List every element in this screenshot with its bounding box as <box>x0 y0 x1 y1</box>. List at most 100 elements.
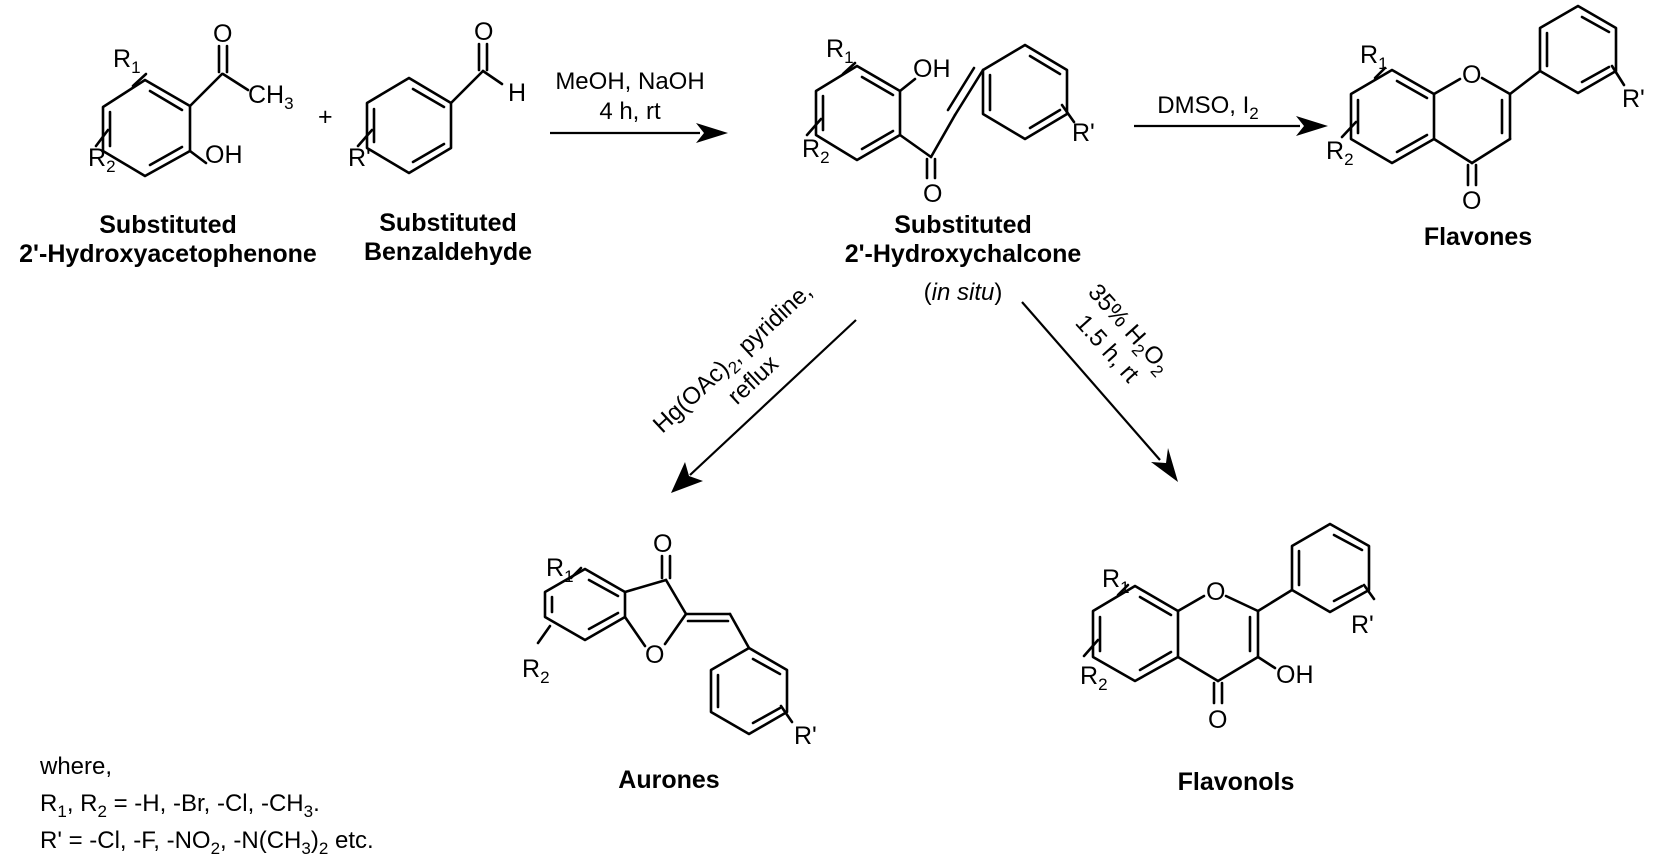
pyrone-bond <box>1224 594 1260 613</box>
furanone-bond <box>664 578 688 616</box>
rprime-bond <box>779 704 794 724</box>
plus-sign: + <box>318 103 333 131</box>
acetophenone-ring <box>101 78 192 178</box>
r2-substituent: R2 <box>88 144 116 176</box>
chalcone-r2: R2 <box>802 135 830 167</box>
aurone-structure: O O R' R1 R2 <box>522 530 817 750</box>
step2-arrow <box>1134 116 1328 136</box>
ring-double-bond <box>1138 650 1173 672</box>
flavonol-r1: R1 <box>1102 565 1130 597</box>
chalcone-label-line2: 2'-Hydroxychalcone <box>845 240 1082 268</box>
hydroxyl-bond <box>898 77 917 93</box>
step1-arrow-head <box>696 123 728 143</box>
aldehyde-h-bond <box>481 69 504 86</box>
rprime-bond <box>1610 64 1626 87</box>
pyrone-bond <box>1470 137 1512 165</box>
ring-double-bond <box>1028 108 1062 130</box>
alkene-bond <box>953 68 985 117</box>
flavones-label: Flavones <box>1424 223 1532 251</box>
flavonol-carbonyl-oxygen: O <box>1208 706 1227 734</box>
step3-arrow-head <box>671 462 703 493</box>
ring-double-bond <box>1138 595 1173 617</box>
ring-double-bond <box>411 142 446 164</box>
step4-arrow-shaft <box>1021 301 1161 461</box>
benzylidene-bond <box>728 612 751 650</box>
step4-arrow <box>1021 301 1178 482</box>
flavonol-ring-b <box>1290 522 1371 614</box>
hydroxyacetophenone-structure: O CH3 OH R1 R2 <box>88 20 294 178</box>
chalcone-carbonyl-oxygen: O <box>923 180 942 208</box>
substituent-legend: where, R1, R2 = -H, -Br, -Cl, -CH3. R' =… <box>39 753 374 858</box>
ring-double-bond <box>860 129 895 151</box>
step1-condition-line2: 4 h, rt <box>599 98 661 125</box>
aryl-bond <box>1508 69 1542 96</box>
chalcone-rprime: R' <box>1072 119 1095 147</box>
ring-double-bond <box>587 578 620 598</box>
rprime-substituent: R' <box>348 144 371 172</box>
ring-double-bond <box>411 87 446 109</box>
step4-conditions: 35% H2O2 1.5 h, rt <box>1070 279 1170 388</box>
ring-double-bond <box>1580 15 1611 34</box>
step3-conditions: Hg(OAc)2, pyridine, reflux <box>648 278 820 442</box>
formyl-bond <box>449 69 485 105</box>
pyrone-bond <box>1176 594 1206 613</box>
ring-double-bond <box>1332 533 1364 552</box>
r2-bond <box>1082 638 1100 658</box>
r1-bond <box>841 61 857 76</box>
furanone-bond <box>623 578 668 594</box>
r2-bond <box>805 117 823 137</box>
r2-bond <box>536 624 552 645</box>
flavone-ring-a <box>1349 68 1436 165</box>
carbonyl-oxygen: O <box>213 20 232 48</box>
flavone-r2: R2 <box>1326 137 1354 169</box>
aurone-ring-oxygen: O <box>645 641 664 669</box>
step2-arrow-head <box>1296 116 1328 136</box>
r1-bond <box>569 566 583 580</box>
benzaldehyde-label-line1: Substituted <box>379 209 517 237</box>
rprime-bond <box>1060 103 1076 124</box>
flavonol-ring-oxygen: O <box>1206 578 1225 606</box>
ring-double-bond <box>587 611 620 631</box>
flavone-structure: O O R' R1 R2 <box>1326 4 1645 215</box>
ring-double-bond <box>1332 584 1364 603</box>
r1-bond <box>1373 66 1387 80</box>
flavonol-hydroxyl: OH <box>1276 661 1314 689</box>
in-situ-note: (in situ) <box>924 279 1003 306</box>
r2-bond <box>1340 120 1358 139</box>
chalcone-ring-a <box>814 64 902 162</box>
step3-arrow-shaft <box>689 319 857 476</box>
benzaldehyde-label-line2: Benzaldehyde <box>364 238 532 266</box>
aurone-r1: R1 <box>546 554 574 586</box>
furanone-bond <box>623 615 647 648</box>
chalcone-ring-b <box>981 43 1069 141</box>
acetophenone-label-line2: 2'-Hydroxyacetophenone <box>19 240 317 268</box>
chalcone-structure: OH O R' R1 R2 <box>802 35 1095 208</box>
acetophenone-label-line1: Substituted <box>99 211 237 239</box>
vinyl-bond <box>929 113 957 159</box>
legend-rprime-substituents: R' = -Cl, -F, -NO2, -N(CH3)2 etc. <box>40 827 374 858</box>
step3-condition-line1: Hg(OAc)2, pyridine, <box>648 278 820 442</box>
r1-substituent: R1 <box>113 45 141 77</box>
r1-bond <box>131 72 148 88</box>
chalcone-r1: R1 <box>826 35 854 67</box>
flavone-carbonyl-oxygen: O <box>1462 187 1481 215</box>
ring-double-bond <box>1395 79 1429 100</box>
r2-bond <box>94 128 110 148</box>
rprime-bond <box>1362 583 1376 601</box>
step3-arrow <box>671 319 857 493</box>
aurone-carbonyl-oxygen: O <box>653 530 672 558</box>
pyrone-bond <box>1480 76 1512 96</box>
flavone-ring-oxygen: O <box>1462 61 1481 89</box>
pyrone-bond <box>1432 77 1462 96</box>
flavonol-structure: O O OH R' R1 R2 <box>1080 522 1376 734</box>
alkene-double-bond <box>946 66 976 112</box>
step1-arrow <box>550 123 728 143</box>
pyrone-bond <box>1432 137 1474 165</box>
flavonol-ring-a <box>1091 584 1180 683</box>
legend-where: where, <box>39 753 112 780</box>
pyrone-bond <box>1176 655 1220 683</box>
hydroxyl-bond <box>1256 655 1277 670</box>
aurone-ring-b <box>709 646 789 736</box>
